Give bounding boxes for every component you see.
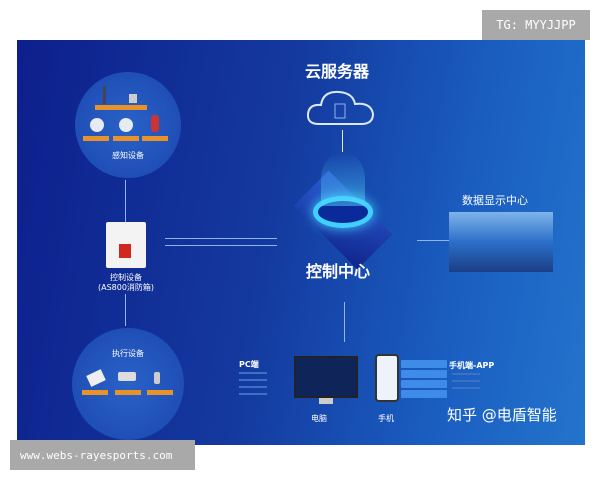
feature-line [239,386,267,388]
data-exchange-arrow [165,245,277,246]
connector-arrow [417,240,457,241]
monitor-stand [319,398,333,404]
feature-line [452,373,480,375]
feature-line [239,393,267,395]
valve-icon [86,369,106,387]
sensing-devices-circle: 感知设备 [75,72,181,178]
device-tag [142,136,168,141]
device-tag [83,136,109,141]
heat-detector-icon [119,118,133,132]
feature-line [452,387,480,389]
execution-devices-circle: 执行设备 [72,328,184,440]
device-tag [95,105,121,110]
feature-line [452,380,480,382]
control-center-title: 控制中心 [306,262,371,281]
fire-cabinet-image [106,222,146,268]
speaker-icon [154,372,160,384]
execution-devices-label: 执行设备 [112,349,144,358]
pc-title: PC端 [239,360,259,369]
cloud-server-title: 云服务器 [305,62,370,81]
device-tag [113,136,139,141]
sensor-module-icon [129,94,137,103]
watermark-top-right: TG: MYYJJPP [482,10,590,40]
connector-arrow [125,180,126,222]
credit-text: 知乎 @电盾智能 [447,406,557,424]
app-feature-bar [401,380,447,388]
diagram-canvas: 感知设备 控制设备 (AS800消防箱) 执行设备 云服务器 控制中心 数据显示… [17,40,585,445]
connector-arrow [125,294,126,326]
sensing-devices-label: 感知设备 [112,151,144,160]
camera-icon [118,372,136,381]
cloud-down-arrow [342,130,343,152]
pc-device-label: 电脑 [311,414,327,423]
alarm-button-icon [151,115,159,132]
app-feature-bar [401,360,447,368]
sensor-antenna-icon [103,86,106,104]
controller-label: 控制设备 [110,273,142,282]
mobile-app-title: 手机端-APP [449,361,495,370]
cloud-icon [306,90,375,125]
device-tag [115,390,141,395]
watermark-bottom-left: www.webs-rayesports.com [10,440,195,470]
pc-monitor-image [294,356,358,398]
device-tag [121,105,147,110]
monitoring-room-image [449,212,553,272]
connector-arrow [344,302,345,342]
device-tag [82,390,108,395]
controller-subtitle: (AS800消防箱) [97,283,155,292]
phone-image [375,354,399,402]
data-display-title: 数据显示中心 [462,194,528,207]
data-exchange-arrow [165,238,277,239]
mobile-device-label: 手机 [378,414,394,423]
light-beam [321,152,365,206]
device-tag [147,390,173,395]
app-feature-bar [401,370,447,378]
feature-line [239,379,267,381]
smoke-detector-icon [90,118,104,132]
feature-line [239,372,267,374]
app-feature-bar [401,390,447,398]
